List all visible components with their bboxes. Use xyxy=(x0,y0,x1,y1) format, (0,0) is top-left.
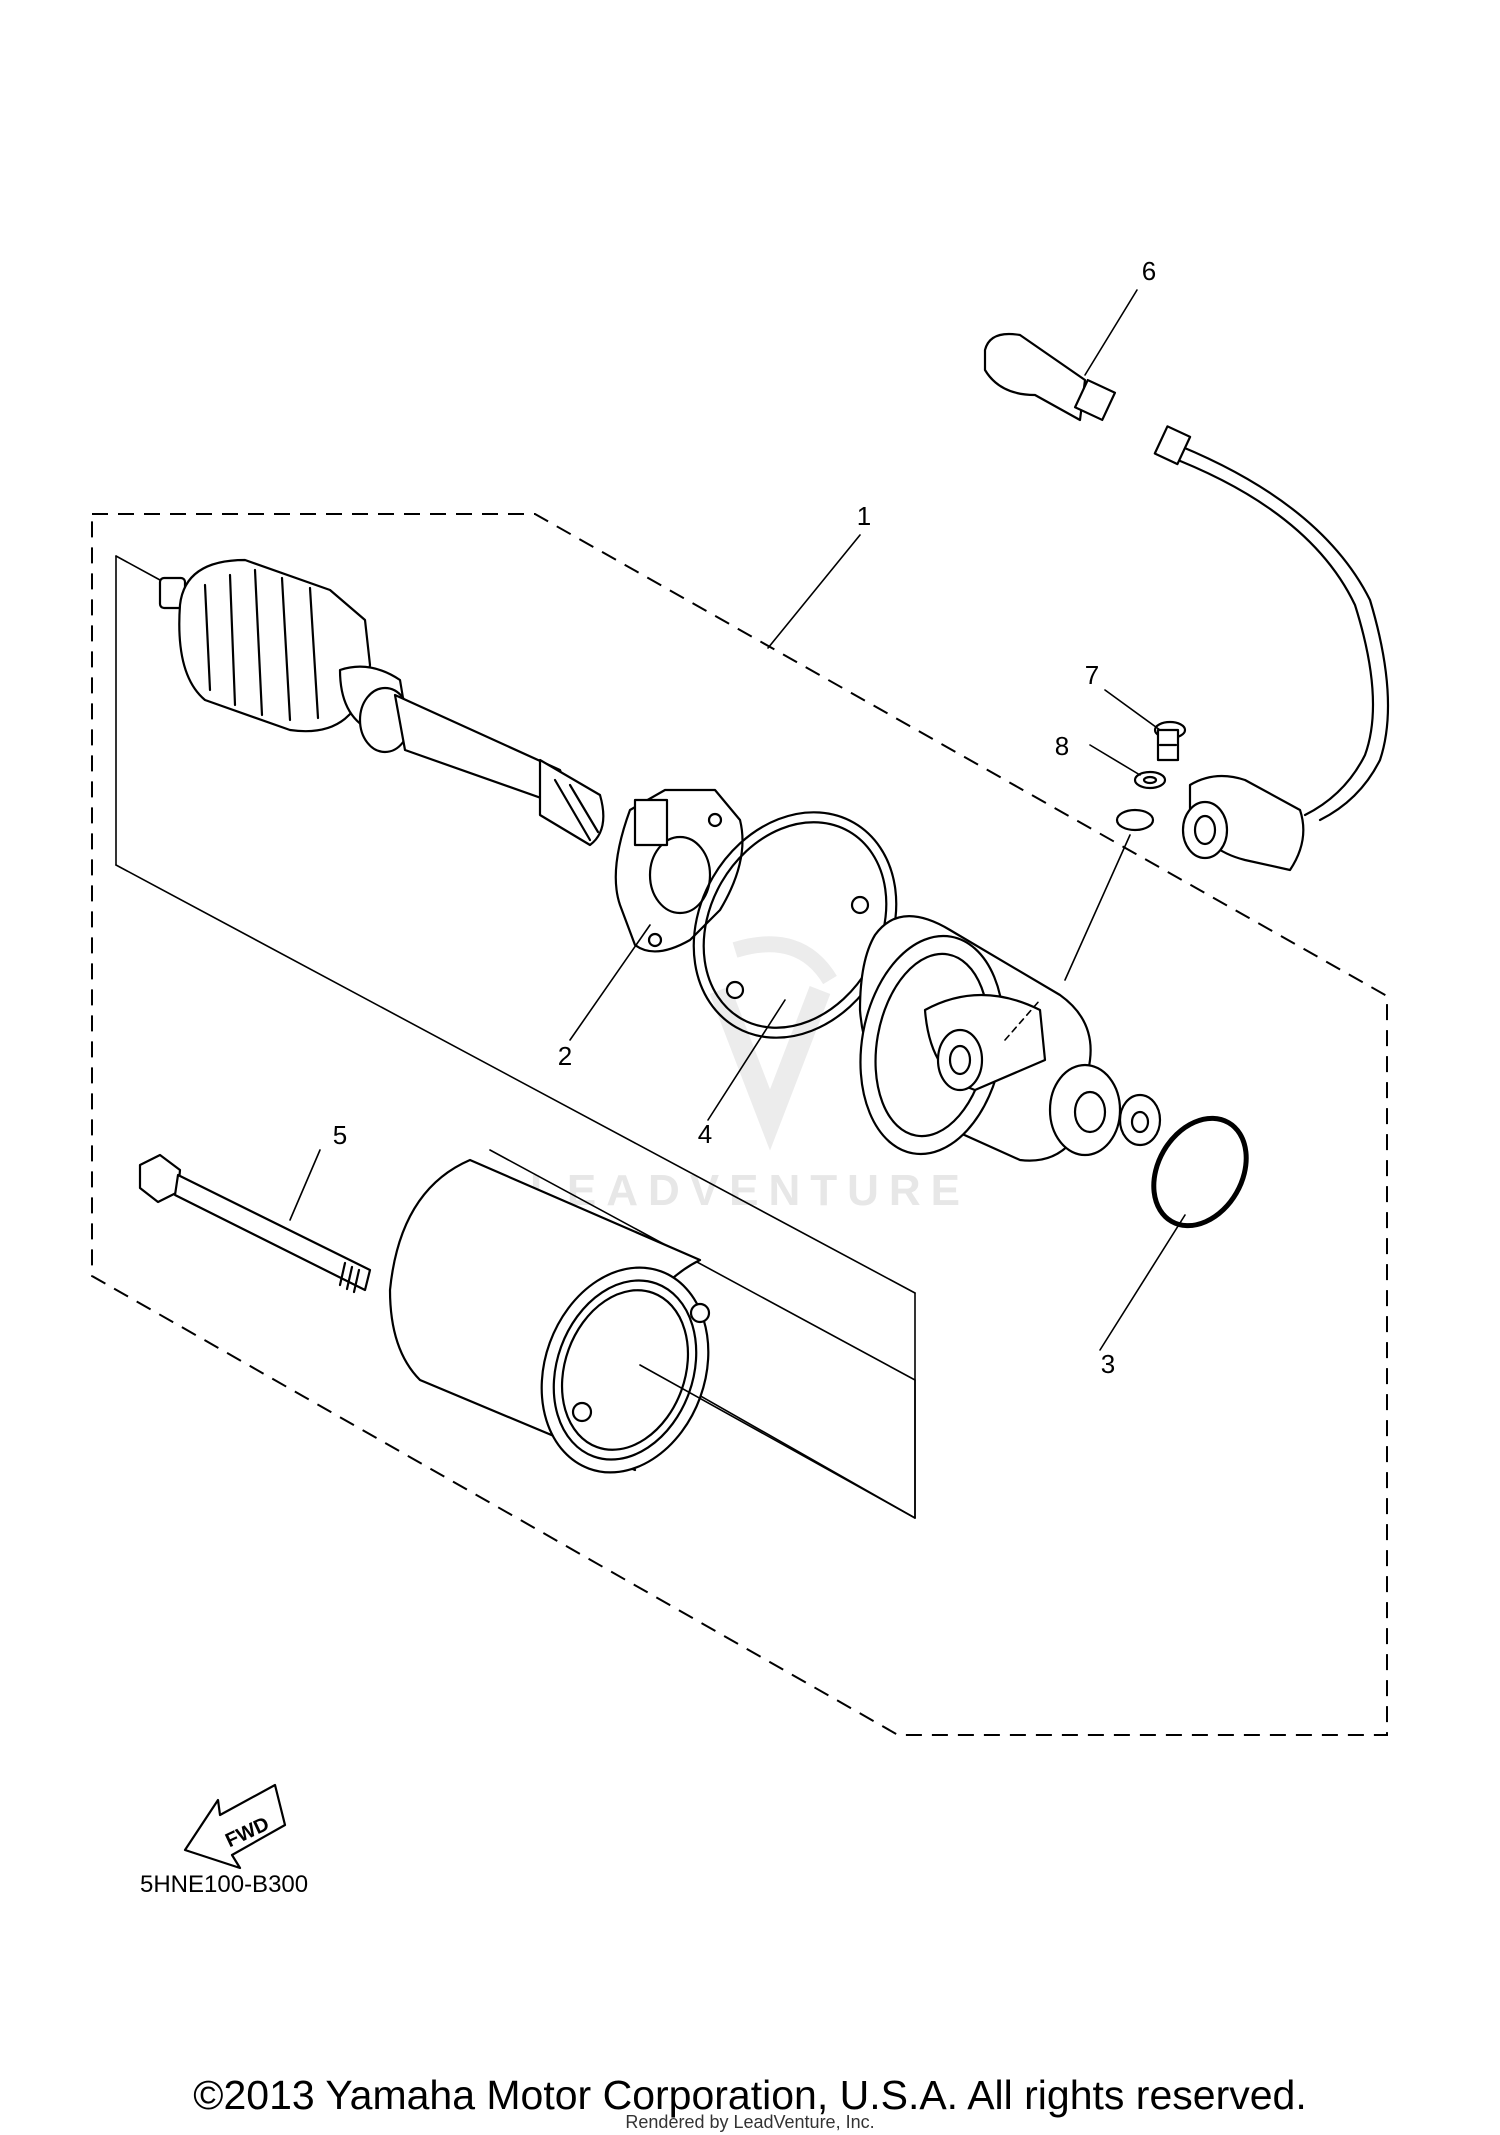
diagram-code: 5HNE100-B300 xyxy=(140,1871,308,1898)
leader-lines xyxy=(289,289,1186,1519)
callout-labels: 1 2 3 4 5 6 7 8 xyxy=(333,256,1156,1379)
callout-2: 2 xyxy=(558,1041,572,1071)
callout-4: 4 xyxy=(698,1119,712,1149)
callout-8: 8 xyxy=(1055,731,1069,761)
callout-3: 3 xyxy=(1101,1349,1115,1379)
starter-cable xyxy=(983,332,1390,872)
end-cover xyxy=(858,915,1162,1162)
armature xyxy=(158,558,605,847)
rendered-by-notice: Rendered by LeadVenture, Inc. xyxy=(625,2112,875,2132)
callout-5: 5 xyxy=(333,1120,347,1150)
lock-washer xyxy=(1133,770,1167,790)
o-ring xyxy=(1151,1115,1249,1229)
fwd-arrow-icon: FWD xyxy=(183,1783,287,1870)
watermark-text: LEADVENTURE xyxy=(530,1166,970,1215)
copyright-notice: ©2013 Yamaha Motor Corporation, U.S.A. A… xyxy=(193,2072,1307,2118)
callout-7: 7 xyxy=(1085,660,1099,690)
screw xyxy=(1153,720,1187,762)
through-bolt xyxy=(138,1153,372,1294)
terminal-ring xyxy=(1115,808,1155,832)
callout-1: 1 xyxy=(857,501,871,531)
assembly-boundary xyxy=(91,513,1388,1736)
yoke xyxy=(388,1158,711,1474)
callout-6: 6 xyxy=(1142,256,1156,286)
brush-holder-plate xyxy=(614,788,744,953)
